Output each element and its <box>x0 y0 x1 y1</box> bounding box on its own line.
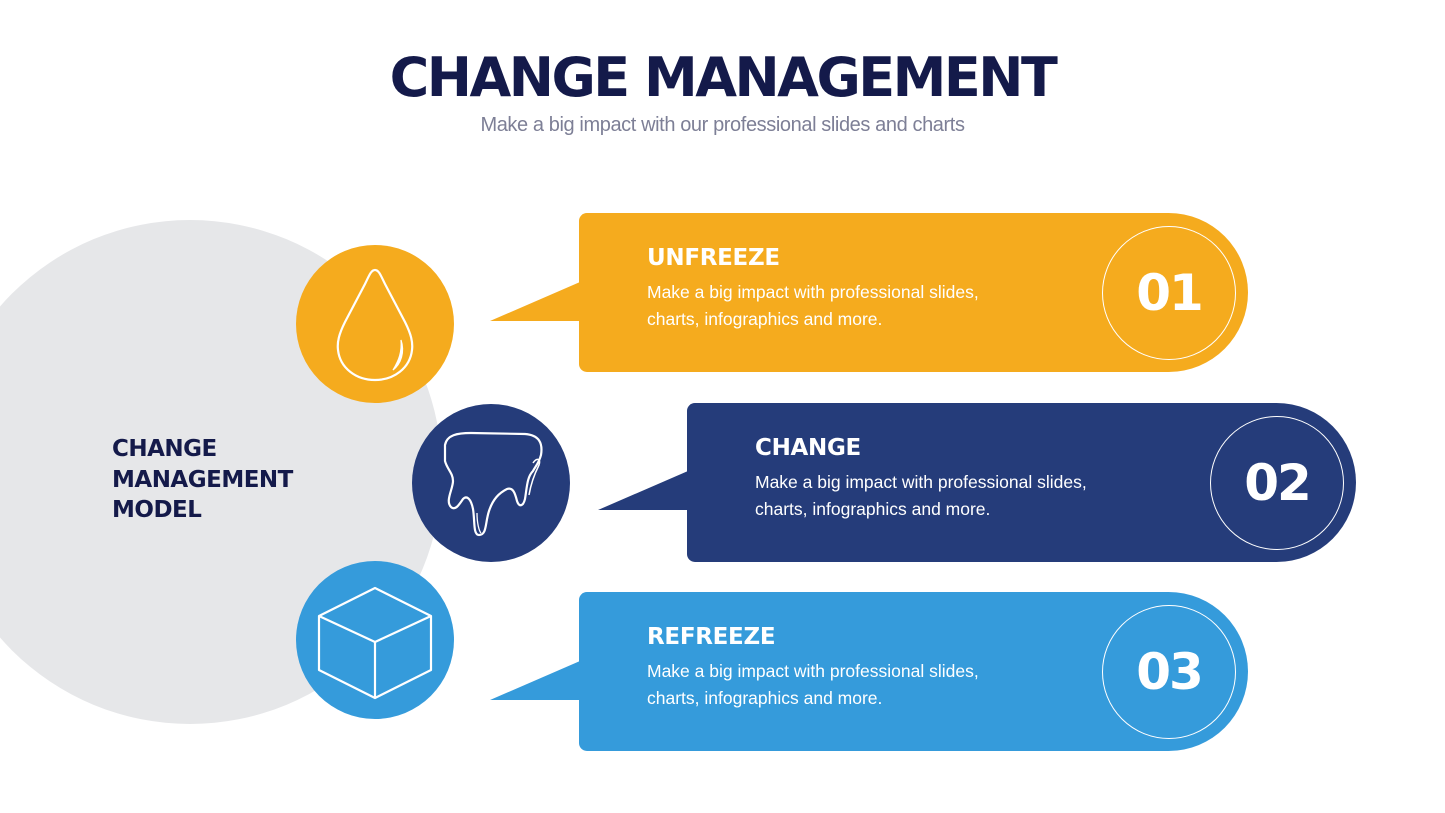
step-1-icon-circle <box>296 245 454 403</box>
page-title: CHANGE MANAGEMENT <box>389 46 1058 109</box>
melting-ice-icon <box>443 431 543 537</box>
step-1-pointer <box>490 282 580 321</box>
step-2-description: Make a big impact with professional slid… <box>755 469 1175 523</box>
step-2-number-badge: 02 <box>1210 416 1344 550</box>
step-1-description-line: Make a big impact with professional slid… <box>647 282 979 302</box>
step-2-icon-circle <box>412 404 570 562</box>
step-2-description-line: charts, infographics and more. <box>755 499 991 519</box>
step-3-number-badge: 03 <box>1102 605 1236 739</box>
water-drop-icon <box>336 268 414 382</box>
model-label-line: CHANGE <box>112 436 217 462</box>
model-label: CHANGE MANAGEMENT MODEL <box>112 434 332 526</box>
step-2-pointer <box>598 471 688 510</box>
step-2-title: CHANGE <box>755 435 861 461</box>
step-3-card: REFREEZE Make a big impact with professi… <box>579 592 1248 751</box>
model-label-line: MODEL <box>112 497 202 523</box>
model-label-line: MANAGEMENT <box>112 466 293 493</box>
step-2-card: CHANGE Make a big impact with profession… <box>687 403 1356 562</box>
ice-cube-icon <box>317 586 433 700</box>
step-1-number-badge: 01 <box>1102 226 1236 360</box>
page-subtitle: Make a big impact with our professional … <box>480 114 965 136</box>
step-1-description: Make a big impact with professional slid… <box>647 279 1067 333</box>
step-1-card: UNFREEZE Make a big impact with professi… <box>579 213 1248 372</box>
step-2-description-line: Make a big impact with professional slid… <box>755 472 1087 492</box>
step-1-description-line: charts, infographics and more. <box>647 309 883 329</box>
step-3-description-line: charts, infographics and more. <box>647 688 883 708</box>
step-3-description-line: Make a big impact with professional slid… <box>647 661 979 681</box>
step-1-title: UNFREEZE <box>647 245 780 271</box>
step-3-pointer <box>490 661 580 700</box>
step-3-icon-circle <box>296 561 454 719</box>
step-3-title: REFREEZE <box>647 624 776 650</box>
step-3-description: Make a big impact with professional slid… <box>647 658 1067 712</box>
